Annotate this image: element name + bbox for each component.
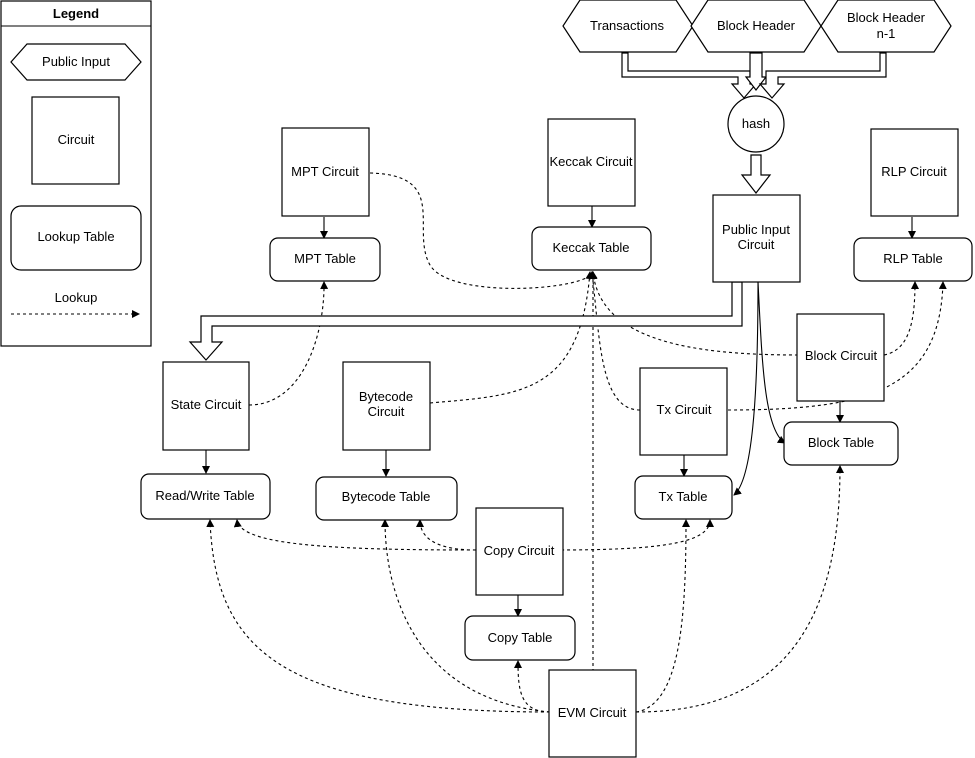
block-header-input-label: Block Header (717, 18, 796, 33)
mpt-table (269, 237, 381, 282)
bytecode-circuit (342, 361, 431, 451)
lookup-tables: MPT Table Keccak Table RLP Table Block T… (140, 226, 973, 661)
arrow-transactions-to-hash (621, 52, 758, 99)
tx-circuit (639, 367, 728, 456)
block-table-label: Block Table (808, 435, 874, 450)
edge-public-input-to-block-table (757, 281, 786, 444)
keccak-circuit (547, 118, 636, 207)
legend-title: Legend (53, 6, 99, 21)
arrow-block-header-prev-to-hash (758, 52, 887, 99)
public-input-circuit-label-1: Public Input (722, 222, 790, 237)
block-circuit (796, 313, 885, 402)
legend-circuit-shape (31, 96, 120, 185)
edge-evm-to-copy (514, 660, 551, 713)
block-header-input (690, 0, 822, 53)
block-circuit-label: Block Circuit (805, 348, 878, 363)
circuits: MPT Circuit Keccak Circuit Public Input … (162, 118, 959, 758)
hollow-arrows (188, 52, 887, 361)
rlp-circuit (870, 128, 959, 217)
tx-table-label: Tx Table (659, 489, 708, 504)
edge-copy-to-tx (554, 519, 714, 551)
rlp-table-label: RLP Table (883, 251, 943, 266)
read-write-table-label: Read/Write Table (155, 488, 254, 503)
bytecode-table (315, 476, 458, 521)
bytecode-circuit-label-1: Bytecode (359, 389, 413, 404)
edge-state-to-mpt (248, 281, 329, 406)
block-header-prev-input (820, 0, 952, 53)
tx-table (634, 475, 733, 520)
public-input-circuit (712, 194, 801, 283)
block-header-prev-input-label-1: Block Header (847, 10, 926, 25)
block-header-prev-input-label-2: n-1 (877, 26, 896, 41)
keccak-circuit-label: Keccak Circuit (549, 154, 632, 169)
legend-circuit-label: Circuit (58, 132, 95, 147)
lookup-edges (206, 172, 947, 713)
arrow-hash-to-public-input (740, 154, 772, 194)
keccak-table-label: Keccak Table (552, 240, 629, 255)
public-input-circuit-label-2: Circuit (738, 237, 775, 252)
evm-circuit-label: EVM Circuit (558, 705, 627, 720)
copy-table (464, 615, 576, 661)
edge-tx-to-keccak (588, 271, 641, 411)
edge-mpt-to-keccak (369, 172, 596, 289)
keccak-table (531, 226, 652, 271)
edge-block-to-keccak (589, 271, 799, 356)
solid-edges (202, 206, 916, 617)
mpt-circuit-label: MPT Circuit (291, 164, 359, 179)
mpt-circuit (281, 127, 370, 217)
block-table (783, 421, 899, 466)
transactions-input-label: Transactions (590, 18, 664, 33)
edge-bytecode-to-keccak (429, 271, 594, 404)
edge-copy-to-read-write (233, 519, 477, 551)
read-write-table (140, 473, 271, 520)
transactions-input (562, 0, 694, 53)
edge-evm-to-tx (635, 519, 690, 713)
edge-evm-to-read-write (206, 519, 551, 713)
legend: Legend Public Input Circuit Lookup Table… (0, 0, 152, 347)
rlp-circuit-label: RLP Circuit (881, 164, 947, 179)
state-circuit (162, 361, 250, 451)
arrow-public-input-to-state (188, 281, 743, 361)
edge-tx-to-rlp (727, 281, 947, 411)
legend-public-input-label: Public Input (42, 54, 110, 69)
bytecode-table-label: Bytecode Table (342, 489, 431, 504)
bytecode-circuit-label-2: Circuit (368, 404, 405, 419)
copy-table-label: Copy Table (488, 630, 553, 645)
rlp-table (853, 237, 973, 282)
mpt-table-label: MPT Table (294, 251, 356, 266)
evm-circuit (548, 669, 637, 758)
copy-circuit-label: Copy Circuit (484, 543, 555, 558)
public-inputs: Transactions Block Header Block Header n… (562, 0, 952, 53)
state-circuit-label: State Circuit (171, 397, 242, 412)
legend-public-input-shape (10, 43, 142, 81)
edge-public-input-to-tx-table (733, 281, 759, 496)
hash-label: hash (742, 116, 770, 131)
legend-lookup-table-label: Lookup Table (37, 229, 114, 244)
hash-node (727, 95, 785, 153)
legend-lookup-table-shape (10, 205, 142, 271)
edge-copy-to-bytecode (416, 519, 477, 551)
legend-lookup-label: Lookup (55, 290, 98, 305)
edge-evm-to-block (635, 465, 844, 713)
edge-block-to-rlp (883, 281, 919, 356)
copy-circuit (475, 507, 564, 596)
tx-circuit-label: Tx Circuit (657, 402, 712, 417)
